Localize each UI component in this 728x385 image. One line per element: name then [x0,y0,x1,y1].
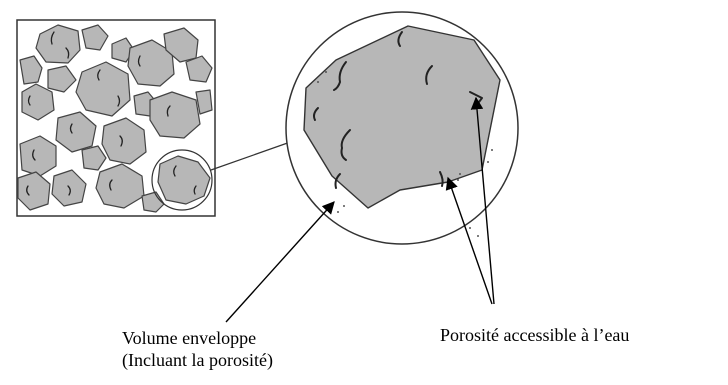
volume-enveloppe-title: Volume enveloppe [122,327,273,349]
porosity-label: Porosité accessible à l’eau [440,324,629,346]
arrow-volume-enveloppe [226,202,334,322]
magnified-grain-view [286,12,518,244]
aggregate-sample [17,20,215,216]
volume-enveloppe-note: (Incluant la porosité) [122,349,273,371]
magnification-connector [211,140,296,170]
volume-enveloppe-label: Volume enveloppe (Incluant la porosité) [122,327,273,371]
grain [150,92,200,138]
grain [20,136,56,176]
